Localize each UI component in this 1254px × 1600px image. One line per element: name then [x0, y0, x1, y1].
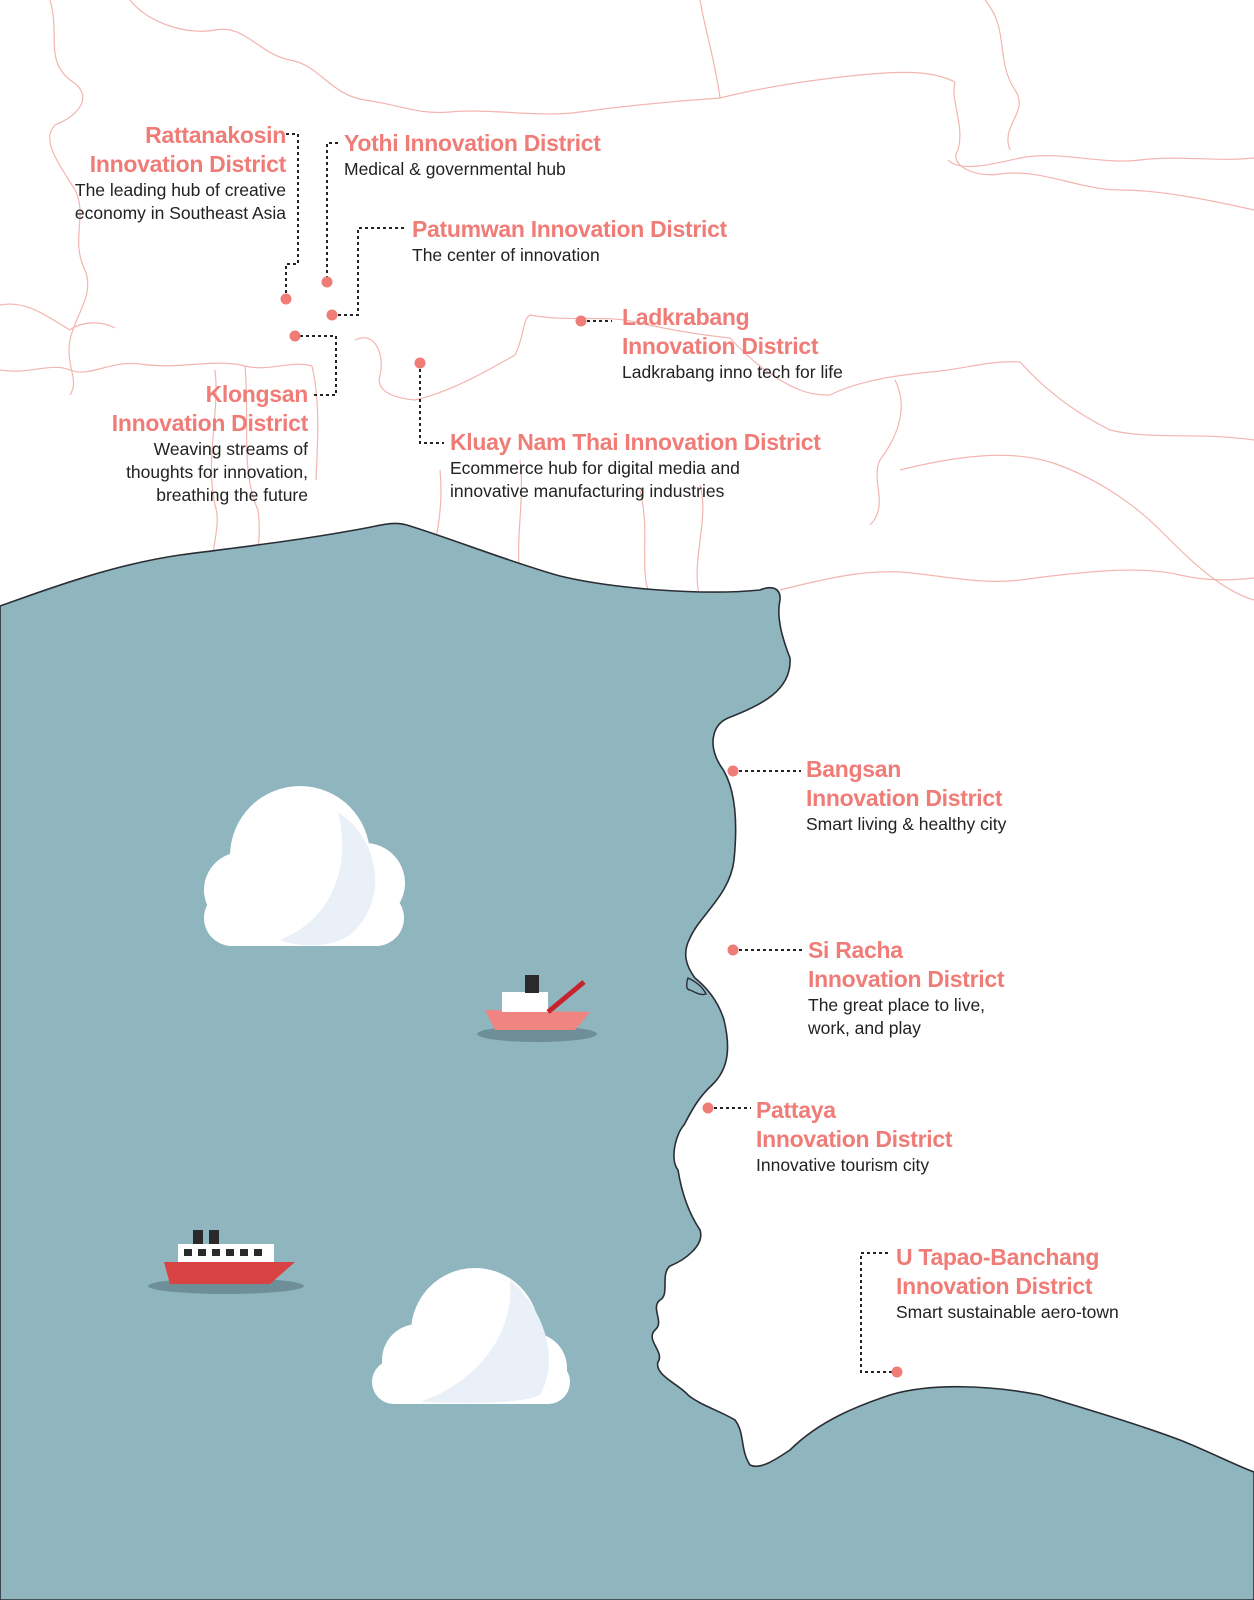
district-description: Smart sustainable aero-town — [896, 1302, 1119, 1322]
district-pattaya: Pattaya Innovation District Innovative t… — [756, 1096, 953, 1177]
leader-lines — [285, 133, 897, 1373]
district-title: Rattanakosin — [145, 122, 286, 148]
marker-pattaya[interactable] — [702, 1102, 714, 1114]
marker-ladkrabang[interactable] — [575, 315, 587, 327]
district-rattanakosin: Rattanakosin Innovation District The lea… — [75, 121, 286, 225]
boat-icon — [477, 975, 597, 1042]
district-title: Klongsan — [205, 381, 309, 407]
leader-yothi — [326, 142, 338, 282]
district-title: Pattaya — [756, 1097, 836, 1123]
district-title: Si Racha — [808, 937, 903, 963]
marker-patumwan[interactable] — [326, 309, 338, 321]
district-description: Ladkrabang inno tech for life — [622, 362, 843, 382]
district-title: Yothi Innovation District — [344, 130, 601, 156]
marker-utapao[interactable] — [891, 1366, 903, 1378]
district-patumwan: Patumwan Innovation District The center … — [412, 215, 727, 267]
marker-bangsan[interactable] — [727, 765, 739, 777]
cloud-upper — [204, 786, 405, 946]
district-yothi: Yothi Innovation District Medical & gove… — [344, 129, 601, 181]
marker-kluaynamthai[interactable] — [414, 357, 426, 369]
district-description: The center of innovation — [412, 245, 600, 265]
district-title: Innovation District — [756, 1126, 953, 1152]
marker-siracha[interactable] — [727, 944, 739, 956]
district-description: Smart living & healthy city — [806, 814, 1007, 834]
marker-yothi[interactable] — [321, 276, 333, 288]
location-markers — [280, 276, 903, 1378]
leader-utapao — [860, 1252, 897, 1373]
marker-rattanakosin[interactable] — [280, 293, 292, 305]
leader-rattanakosin — [285, 133, 299, 299]
district-title: Bangsan — [806, 756, 902, 782]
district-description: breathing the future — [156, 485, 308, 505]
district-description: Innovative tourism city — [756, 1155, 930, 1175]
district-title: Innovation District — [622, 333, 819, 359]
district-klongsan: Klongsan Innovation District Weaving str… — [111, 380, 309, 507]
district-kluaynamthai: Kluay Nam Thai Innovation District Ecomm… — [450, 428, 821, 503]
district-title: Innovation District — [808, 966, 1005, 992]
district-description: work, and play — [808, 1018, 921, 1038]
marker-klongsan[interactable] — [289, 330, 301, 342]
district-description: thoughts for innovation, — [126, 462, 308, 482]
district-title: Patumwan Innovation District — [412, 216, 727, 242]
district-title: Innovation District — [89, 151, 287, 177]
district-title: Ladkrabang — [622, 304, 750, 330]
district-utapao: U Tapao-Banchang Innovation District Sma… — [896, 1243, 1119, 1324]
district-bangsan: Bangsan Innovation District Smart living… — [806, 755, 1006, 836]
leader-patumwan — [332, 227, 404, 316]
district-title: Innovation District — [896, 1273, 1093, 1299]
district-title: U Tapao-Banchang — [896, 1244, 1100, 1270]
leader-kluaynamthai — [419, 363, 444, 444]
district-title: Innovation District — [806, 785, 1003, 811]
leader-klongsan — [294, 335, 337, 396]
district-description: economy in Southeast Asia — [74, 203, 286, 223]
coast-inlet — [685, 977, 707, 996]
district-description: The leading hub of creative — [74, 180, 286, 200]
cloud-lower — [372, 1268, 570, 1404]
district-description: Weaving streams of — [153, 439, 308, 459]
ship-icon — [148, 1230, 304, 1294]
district-title: Kluay Nam Thai Innovation District — [450, 429, 821, 455]
district-description: Ecommerce hub for digital media and — [450, 458, 740, 478]
district-title: Innovation District — [111, 410, 309, 436]
district-description: innovative manufacturing industries — [450, 481, 725, 501]
district-siracha: Si Racha Innovation District The great p… — [808, 936, 1005, 1040]
district-description: Medical & governmental hub — [344, 159, 566, 179]
district-description: The great place to live, — [808, 995, 986, 1015]
district-ladkrabang: Ladkrabang Innovation District Ladkraban… — [622, 303, 843, 384]
